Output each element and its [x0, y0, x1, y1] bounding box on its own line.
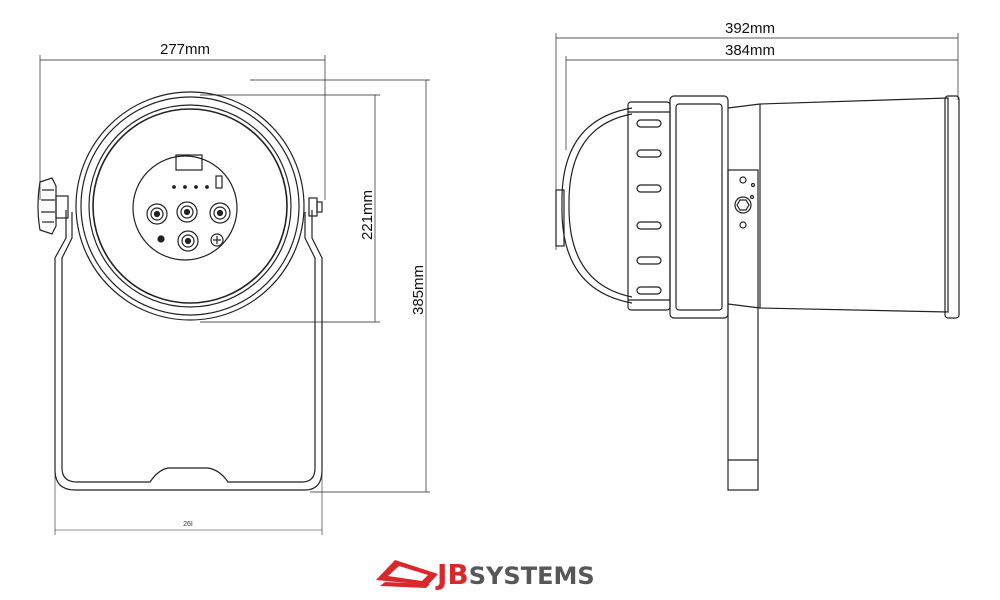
display-window: [175, 154, 203, 171]
front-width-dimension: [39, 55, 326, 200]
lens-height-label: 221mm: [359, 190, 376, 240]
front-view: 277mm 221mm 385mm 26I: [37, 41, 430, 535]
power-in-connector: [176, 201, 198, 223]
side-view: 392mm 384mm: [555, 20, 960, 491]
ground-symbol: [210, 233, 224, 247]
rear-dome: [555, 107, 633, 304]
front-width-label: 277mm: [160, 41, 210, 58]
overall-length-label: 392mm: [725, 20, 775, 37]
main-cylinder: [727, 95, 960, 319]
brand-prefix: JB: [435, 558, 469, 591]
total-height-dimension: [250, 79, 430, 493]
front-yoke: [54, 210, 323, 491]
screw-hole: [157, 235, 165, 243]
total-height-label: 385mm: [410, 265, 427, 315]
side-bracket: [727, 169, 759, 491]
right-bolt: [308, 197, 323, 217]
dmx-out-connector: [209, 202, 231, 224]
front-flange: [669, 95, 729, 319]
body-length-label: 384mm: [725, 42, 775, 59]
lamp-front-housing: [75, 91, 305, 321]
dmx-in-connector: [146, 203, 168, 225]
brand-suffix: SYSTEMS: [469, 562, 595, 590]
base-label: 26I: [183, 521, 193, 528]
lens-height-dimension: [200, 94, 380, 323]
usb-port: [215, 175, 223, 189]
brand-swoosh-icon: [376, 560, 438, 588]
tilt-knob: [37, 177, 69, 235]
indicator-leds: [172, 185, 209, 189]
side-length-dimensions: [555, 33, 959, 250]
vented-collar: [627, 101, 671, 311]
power-out-connector: [177, 230, 199, 252]
rear-panel: [132, 154, 238, 261]
svg-text:JBSYSTEMS: JBSYSTEMS: [435, 558, 595, 591]
brand-logo: JBSYSTEMS: [376, 558, 595, 591]
